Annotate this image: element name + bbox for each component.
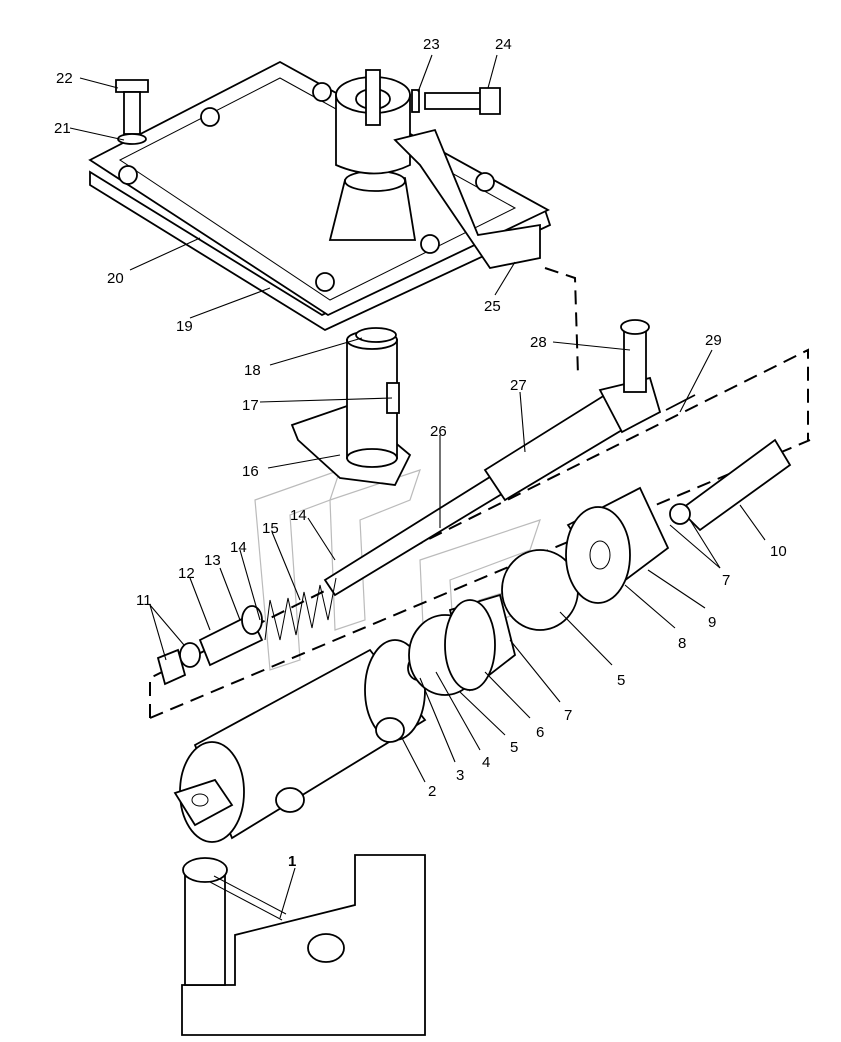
callout-5a: 5 (510, 739, 518, 756)
callout-17: 17 (242, 397, 259, 414)
dashed-assembly-outline (149, 267, 811, 719)
callout-labels: 1 2 3 4 5 5 6 7 7 8 9 10 11 12 13 14 14 … (54, 36, 787, 870)
callout-2: 2 (428, 783, 436, 800)
cover-plate (88, 60, 550, 317)
mounting-bracket (181, 854, 426, 1036)
callout-22: 22 (56, 70, 73, 87)
callout-7a: 7 (564, 707, 572, 724)
callout-5b: 5 (617, 672, 625, 689)
cylinder-body (173, 639, 427, 843)
push-rod (323, 319, 696, 597)
callout-12: 12 (178, 565, 195, 582)
spring-assembly (156, 577, 337, 686)
callout-4: 4 (482, 754, 490, 771)
callout-27: 27 (510, 377, 527, 394)
callout-19: 19 (176, 318, 193, 335)
callout-20: 20 (107, 270, 124, 287)
callout-8: 8 (678, 635, 686, 652)
callout-11: 11 (136, 592, 152, 609)
callout-7b: 7 (722, 572, 730, 589)
leader-lines (69, 54, 766, 919)
callout-10: 10 (770, 543, 787, 560)
callout-21: 21 (54, 120, 71, 137)
callout-25: 25 (484, 298, 501, 315)
callout-9: 9 (708, 614, 716, 631)
piston-seals (407, 438, 792, 696)
callout-6: 6 (536, 724, 544, 741)
callout-3: 3 (456, 767, 464, 784)
callout-16: 16 (242, 463, 259, 480)
callout-24: 24 (495, 36, 512, 53)
callout-26: 26 (430, 423, 447, 440)
bolt-24 (411, 87, 501, 115)
selector-boss (328, 69, 541, 269)
callout-13: 13 (204, 552, 221, 569)
callout-1: 1 (288, 853, 296, 870)
pivot-bracket (290, 327, 412, 486)
callout-14b: 14 (290, 507, 307, 524)
callout-15: 15 (262, 520, 279, 537)
callout-29: 29 (705, 332, 722, 349)
callout-14a: 14 (230, 539, 247, 556)
callout-23: 23 (423, 36, 440, 53)
callout-18: 18 (244, 362, 261, 379)
callout-28: 28 (530, 334, 547, 351)
